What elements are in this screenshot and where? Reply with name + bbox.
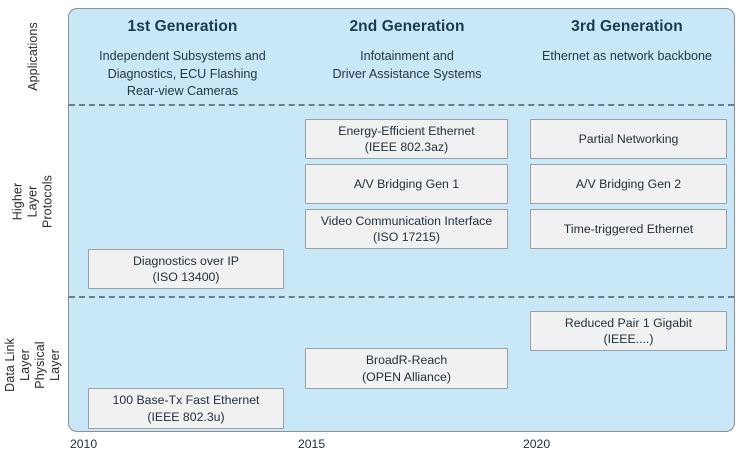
generation-column-3rd: 3rd Generation Ethernet as network backb… [518,9,736,106]
generation-description-3rd: Ethernet as network backbone [541,49,713,63]
divider-protocols-physical [69,296,734,298]
generation-title-3rd: 3rd Generation [571,18,683,35]
axis-tick-2020: 2020 [523,437,551,451]
roadmap-panel: 1st Generation Independent Subsystems an… [68,8,735,432]
box-av-bridging-gen-2[interactable]: A/V Bridging Gen 2 [530,164,727,204]
row-label-higher-layer-protocols-text: Higher Layer Protocols [10,174,55,228]
generation-description-1st: Independent Subsystems and Diagnostics, … [99,49,266,98]
box-broadr-reach[interactable]: BroadR-Reach (OPEN Alliance) [305,348,508,389]
box-time-triggered-ethernet[interactable]: Time-triggered Ethernet [530,209,727,249]
box-100-base-tx-fast-ethernet[interactable]: 100 Base-Tx Fast Ethernet (IEEE 802.3u) [88,388,284,429]
generation-description-2nd: Infotainment and Driver Assistance Syste… [332,49,482,81]
row-label-applications: Applications [0,8,66,105]
box-partial-networking[interactable]: Partial Networking [530,119,727,159]
box-reduced-pair-1-gigabit[interactable]: Reduced Pair 1 Gigabit (IEEE....) [530,311,727,351]
row-label-data-link-physical-layer: Data Link Layer Physical Layer [0,297,66,432]
box-av-bridging-gen-1[interactable]: A/V Bridging Gen 1 [305,164,508,204]
row-label-higher-layer-protocols: Higher Layer Protocols [0,105,66,297]
generation-title-1st: 1st Generation [127,18,238,35]
generation-title-2nd: 2nd Generation [349,18,465,35]
divider-applications-protocols [69,104,734,106]
box-video-communication-interface[interactable]: Video Communication Interface (ISO 17215… [305,209,508,249]
box-energy-efficient-ethernet[interactable]: Energy-Efficient Ethernet (IEEE 802.3az) [305,119,508,159]
row-label-applications-text: Applications [25,22,40,91]
axis-tick-2010: 2010 [70,437,98,451]
box-diagnostics-over-ip[interactable]: Diagnostics over IP (ISO 13400) [88,249,284,289]
axis-tick-2015: 2015 [298,437,326,451]
generation-column-2nd: 2nd Generation Infotainment and Driver A… [296,9,518,106]
generation-column-1st: 1st Generation Independent Subsystems an… [69,9,296,106]
row-label-data-link-physical-layer-text: Data Link Layer Physical Layer [3,337,62,392]
